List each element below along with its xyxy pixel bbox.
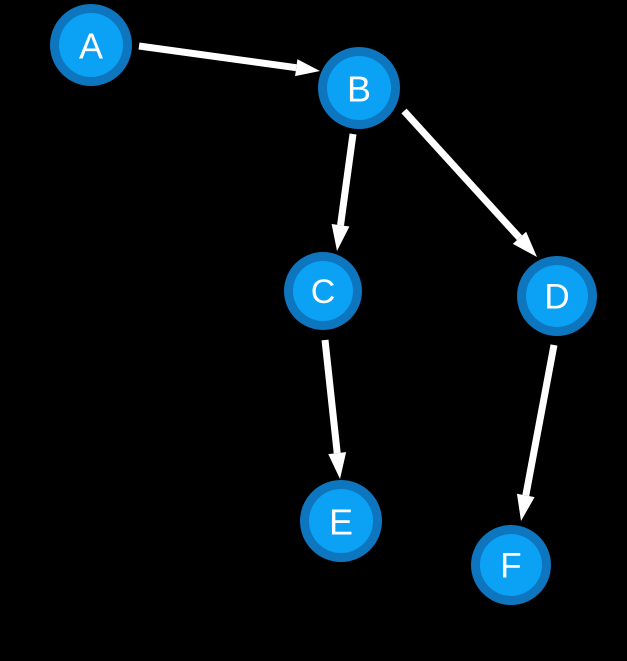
node-core	[309, 489, 373, 553]
node-core	[480, 534, 542, 596]
edge-shaft	[321, 339, 341, 454]
node-core	[293, 261, 353, 321]
edge-b-to-d[interactable]	[401, 108, 537, 257]
node-f[interactable]: F	[471, 525, 551, 605]
arrowhead-icon	[512, 231, 537, 257]
node-b[interactable]: B	[318, 47, 400, 129]
node-label: B	[347, 69, 371, 110]
node-label: C	[311, 273, 336, 311]
node-core	[327, 56, 391, 120]
edge-a-to-b[interactable]	[138, 42, 320, 77]
node-label: F	[500, 547, 521, 586]
node-a[interactable]: A	[50, 4, 132, 86]
node-label: E	[329, 502, 353, 543]
node-c[interactable]: C	[284, 252, 362, 330]
edges-layer	[138, 42, 558, 521]
node-e[interactable]: E	[300, 480, 382, 562]
node-label: A	[79, 26, 103, 67]
node-core	[526, 265, 588, 327]
edge-d-to-f[interactable]	[516, 344, 558, 521]
arrowhead-icon	[328, 452, 347, 479]
node-label: D	[544, 278, 569, 317]
edge-shaft	[401, 108, 523, 241]
edge-b-to-c[interactable]	[331, 133, 357, 251]
edge-shaft	[522, 344, 558, 497]
arrowhead-icon	[295, 59, 320, 77]
edge-shaft	[337, 133, 357, 226]
arrowhead-icon	[516, 493, 535, 521]
node-d[interactable]: D	[517, 256, 597, 336]
arrowhead-icon	[331, 224, 350, 251]
nodes-layer: A B C D E F	[50, 4, 597, 605]
edge-c-to-e[interactable]	[321, 339, 347, 479]
node-core	[59, 13, 123, 77]
edge-shaft	[138, 42, 297, 72]
